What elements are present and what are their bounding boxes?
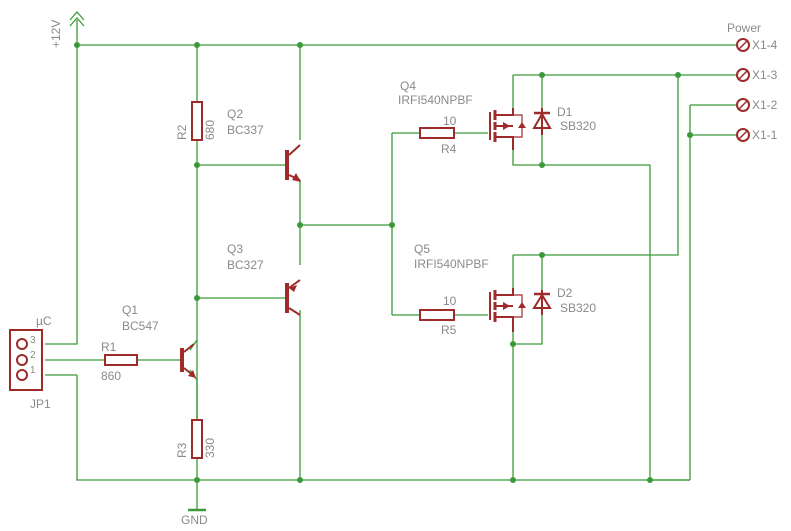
q5-mosfet[interactable] — [489, 288, 526, 332]
x1-terminal-2[interactable] — [736, 98, 750, 112]
q1-transistor[interactable] — [180, 343, 196, 378]
d1-name: D1 — [557, 105, 573, 119]
jp1-pin-1: 1 — [30, 365, 36, 376]
x1-title: Power — [727, 21, 761, 35]
r2-name: R2 — [175, 124, 189, 140]
jp1-connector[interactable] — [9, 329, 43, 391]
r2-value: 680 — [203, 120, 217, 140]
x1-terminal-3[interactable] — [736, 68, 750, 82]
x1-pin-2-label: X1-2 — [752, 98, 778, 112]
r1-resistor[interactable] — [104, 354, 138, 366]
x1-terminal-4[interactable] — [736, 38, 750, 52]
jp1-pin-3: 3 — [30, 335, 36, 346]
r3-name: R3 — [175, 442, 189, 458]
q4-value: IRFI540NPBF — [398, 93, 473, 107]
q2-transistor[interactable] — [285, 144, 301, 182]
r2-resistor[interactable] — [191, 101, 203, 141]
junctions — [74, 42, 693, 483]
x1-pin-3-label: X1-3 — [752, 68, 778, 82]
wires — [45, 20, 738, 510]
q4-mosfet[interactable] — [489, 108, 526, 150]
d1-value: SB320 — [560, 119, 596, 133]
r5-resistor[interactable] — [419, 309, 455, 321]
r1-value: 860 — [101, 369, 121, 383]
d2-diode[interactable] — [532, 290, 552, 315]
d1-diode[interactable] — [532, 108, 552, 135]
q2-value: BC337 — [227, 123, 264, 137]
q5-name: Q5 — [414, 242, 430, 256]
r4-value: 10 — [443, 114, 457, 128]
d2-name: D2 — [557, 286, 573, 300]
q1-name: Q1 — [122, 303, 138, 317]
r5-value: 10 — [443, 294, 457, 308]
q4-name: Q4 — [400, 79, 416, 93]
q3-name: Q3 — [227, 242, 243, 256]
jp1-title: µC — [36, 314, 52, 328]
r3-resistor[interactable] — [191, 419, 203, 459]
r4-resistor[interactable] — [419, 127, 455, 139]
r3-value: 330 — [203, 438, 217, 458]
r5-name: R5 — [441, 323, 457, 337]
power-symbol — [69, 11, 85, 27]
q3-transistor[interactable] — [285, 279, 301, 316]
x1-pin-4-label: X1-4 — [752, 38, 778, 52]
ground-label: GND — [181, 513, 208, 527]
q1-value: BC547 — [122, 319, 159, 333]
d2-value: SB320 — [560, 301, 596, 315]
q3-value: BC327 — [227, 258, 264, 272]
q2-name: Q2 — [227, 107, 243, 121]
jp1-pin-2: 2 — [30, 350, 36, 361]
x1-terminal-1[interactable] — [736, 128, 750, 142]
jp1-name: JP1 — [30, 397, 51, 411]
x1-pin-1-label: X1-1 — [752, 128, 778, 142]
power-label: +12V — [49, 20, 63, 48]
r1-name: R1 — [101, 340, 117, 354]
r4-name: R4 — [441, 142, 457, 156]
q5-value: IRFI540NPBF — [414, 257, 489, 271]
